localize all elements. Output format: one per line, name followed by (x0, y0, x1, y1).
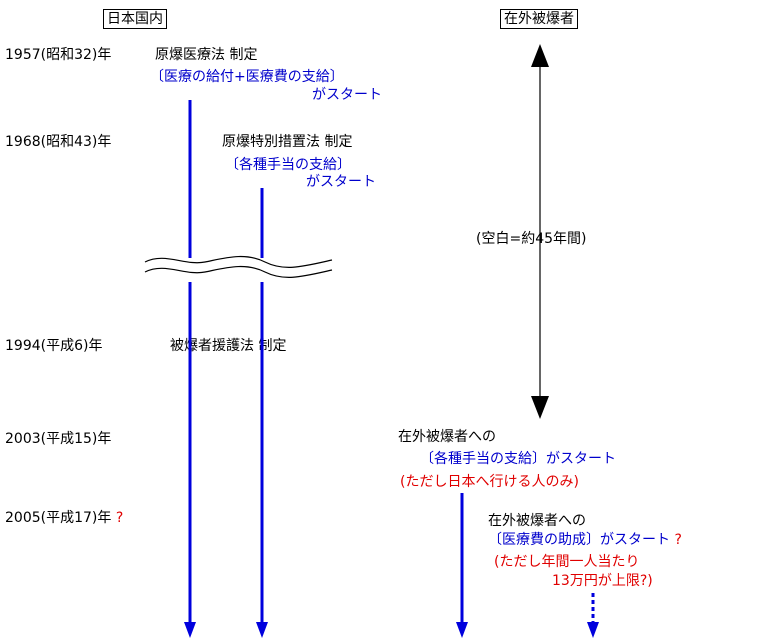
time-break-wave-upper (144, 255, 333, 268)
year-1957: 1957(昭和32)年 (5, 47, 112, 63)
blank-period-arrowhead-top (531, 44, 549, 67)
event-law-1957: 原爆医療法 制定 (155, 47, 258, 63)
event-law-1968-start: がスタート (306, 174, 376, 190)
blank-period-arrowhead-bottom (531, 396, 549, 419)
arrowhead-domestic-1957 (184, 622, 196, 638)
year-1994: 1994(平成6)年 (5, 338, 103, 354)
event-law-1994: 被爆者援護法 制定 (170, 337, 287, 355)
overseas-2005-note-1: (ただし年間一人当たり (494, 554, 640, 570)
arrowhead-overseas-2003 (456, 622, 468, 638)
overseas-2005-title: 在外被爆者への (488, 513, 586, 529)
header-overseas: 在外被爆者 (500, 9, 578, 29)
year-2005-text: 2005(平成17)年 (5, 510, 112, 526)
overseas-2003-benefit: 〔各種手当の支給〕がスタート (420, 451, 616, 467)
year-2003: 2003(平成15)年 (5, 431, 112, 447)
event-law-1968-benefit: 〔各種手当の支給〕 (225, 157, 351, 173)
overseas-2005-note-2: 13万円が上限?) (552, 573, 653, 589)
year-1968: 1968(昭和43)年 (5, 134, 112, 150)
header-domestic: 日本国内 (103, 9, 167, 29)
event-law-1968: 原爆特別措置法 制定 (222, 134, 353, 150)
overseas-2003-title: 在外被爆者への (398, 429, 496, 445)
overseas-2005-question-mark: ? (674, 532, 682, 548)
arrowhead-domestic-1968 (256, 622, 268, 638)
time-break-wave-lower (144, 265, 333, 278)
overseas-2003-note: (ただし日本へ行ける人のみ) (400, 474, 579, 490)
blank-period-label: (空白=約45年間) (476, 230, 587, 248)
arrowhead-overseas-2005 (587, 622, 599, 638)
overseas-2005-benefit: 〔医療費の助成〕がスタート (488, 532, 670, 548)
event-law-1957-start: がスタート (312, 87, 382, 103)
year-2005: 2005(平成17)年 ? (5, 509, 123, 527)
event-law-1957-benefit: 〔医療の給付+医療費の支給〕 (150, 69, 344, 85)
overseas-2005-benefit-line: 〔医療費の助成〕がスタート ? (488, 531, 682, 549)
year-2005-question-mark: ? (115, 510, 124, 526)
